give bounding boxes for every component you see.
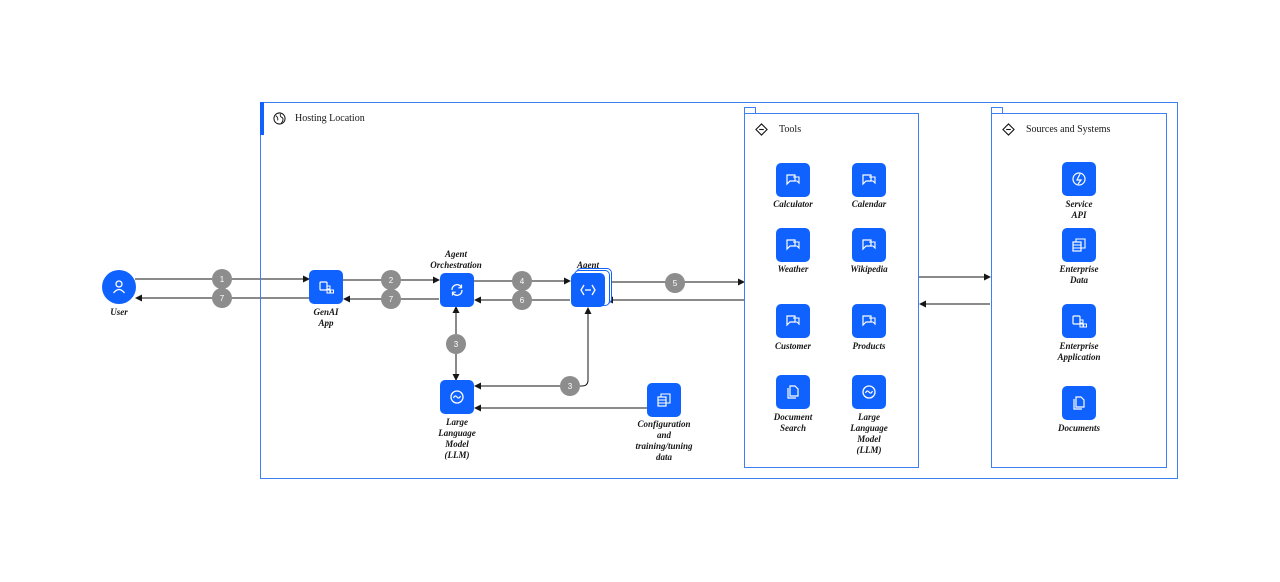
step-badge-3: 3 <box>560 376 580 396</box>
user-label: User <box>110 307 128 317</box>
model-icon <box>450 390 464 404</box>
agent-label: Agent <box>576 260 600 270</box>
database-icon <box>657 393 671 407</box>
enterprise-data-node[interactable] <box>1062 228 1096 262</box>
genai-app-label: GenAI App <box>313 307 339 328</box>
enterprise-application-label: Enterprise Application <box>1057 341 1101 362</box>
genai-app-node[interactable] <box>309 270 343 304</box>
tools-tab <box>744 107 756 114</box>
app-icon <box>319 281 334 294</box>
user-node[interactable] <box>102 270 136 304</box>
tool-calculator-label: Calculator <box>773 199 813 209</box>
sources-label: Sources and Systems <box>1026 124 1111 135</box>
documents-node[interactable] <box>1062 386 1096 420</box>
model-icon <box>862 385 876 399</box>
llm-node[interactable] <box>440 380 474 414</box>
user-icon <box>112 280 126 294</box>
hosting-location-label: Hosting Location <box>295 113 365 124</box>
tools-label: Tools <box>779 124 802 135</box>
sources-container <box>991 113 1167 468</box>
agent-orchestration-label: Agent Orchestration <box>430 249 482 270</box>
code-icon <box>580 284 596 296</box>
step-badge-1: 1 <box>212 269 232 289</box>
tools-container <box>744 113 919 468</box>
chat-tool-icon <box>862 239 876 251</box>
document-icon <box>1073 396 1085 410</box>
hosting-accent-bar <box>260 102 264 135</box>
chat-tool-icon <box>786 174 800 186</box>
tool-wikipedia-node[interactable] <box>852 228 886 262</box>
chat-tool-icon <box>786 239 800 251</box>
chat-tool-icon <box>786 315 800 327</box>
tool-llm-label: Large Language Model (LLM) <box>850 412 888 455</box>
app-icon <box>1072 315 1087 328</box>
tool-weather-label: Weather <box>777 264 809 274</box>
api-icon <box>1072 172 1086 186</box>
tool-customer-label: Customer <box>774 341 812 351</box>
documents-label: Documents <box>1057 423 1101 433</box>
service-api-node[interactable] <box>1062 162 1096 196</box>
cycle-icon <box>451 284 463 296</box>
step-badge-5: 5 <box>665 273 685 293</box>
tool-diamond-icon <box>1002 123 1015 136</box>
tool-weather-node[interactable] <box>776 228 810 262</box>
document-icon <box>787 385 799 399</box>
config-data-label: Configuration and training/tuning data <box>635 419 693 462</box>
step-badge-3: 3 <box>446 334 466 354</box>
database-icon <box>1072 238 1086 252</box>
llm-label: Large Language Model (LLM) <box>438 417 476 460</box>
agent-orchestration-node[interactable] <box>440 273 474 307</box>
chat-tool-icon <box>862 315 876 327</box>
tool-calendar-node[interactable] <box>852 163 886 197</box>
service-api-label: Service API <box>1065 199 1093 220</box>
tool-document-search-label: Document Search <box>773 412 813 433</box>
config-data-node[interactable] <box>647 383 681 417</box>
tool-calendar-label: Calendar <box>851 199 887 209</box>
arrow-agent-llm <box>474 308 589 390</box>
tool-llm-node[interactable] <box>852 375 886 409</box>
step-badge-4: 4 <box>512 271 532 291</box>
step-badge-7: 7 <box>381 289 401 309</box>
tool-diamond-icon <box>755 123 768 136</box>
enterprise-data-label: Enterprise Data <box>1059 264 1099 285</box>
tool-products-label: Products <box>852 341 886 351</box>
tool-products-node[interactable] <box>852 304 886 338</box>
step-badge-6: 6 <box>512 290 532 310</box>
chat-tool-icon <box>862 174 876 186</box>
tool-calculator-node[interactable] <box>776 163 810 197</box>
hosting-location-container <box>260 102 1178 479</box>
tool-customer-node[interactable] <box>776 304 810 338</box>
enterprise-application-node[interactable] <box>1062 304 1096 338</box>
globe-icon <box>273 112 286 125</box>
agent-node[interactable] <box>571 273 605 307</box>
sources-tab <box>991 107 1003 114</box>
step-badge-7: 7 <box>212 288 232 308</box>
step-badge-2: 2 <box>381 270 401 290</box>
tool-document-search-node[interactable] <box>776 375 810 409</box>
tool-wikipedia-label: Wikipedia <box>850 264 888 274</box>
